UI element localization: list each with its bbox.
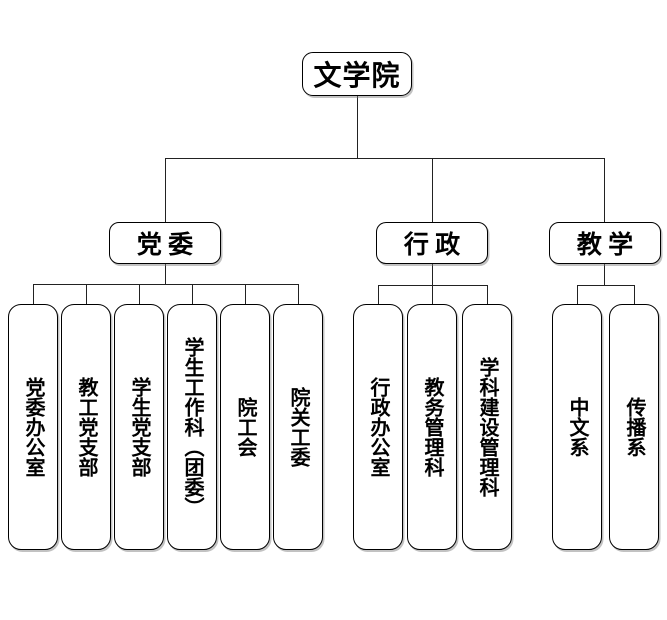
org-node-discipline-management-section-label: 学科建设管理科 (476, 357, 498, 497)
connector (298, 284, 300, 304)
org-node-admin-office: 行政办公室 (353, 304, 403, 550)
connector (33, 284, 298, 286)
org-node-teaching-label: 教 学 (576, 232, 634, 259)
org-node-chinese-department-label: 中文系 (566, 397, 588, 457)
connector (86, 284, 88, 304)
connector (604, 264, 606, 285)
org-node-admin-office-label: 行政办公室 (367, 377, 389, 477)
org-node-party-committee: 党 委 (109, 222, 221, 264)
connector (577, 285, 579, 304)
org-node-administration: 行 政 (376, 222, 488, 264)
org-node-care-committee: 院关工委 (273, 304, 323, 550)
connector (165, 264, 167, 284)
connector (165, 158, 605, 160)
connector (357, 96, 359, 158)
connector (432, 264, 434, 285)
org-node-student-party-branch: 学生党支部 (114, 304, 164, 550)
connector (432, 285, 434, 304)
org-node-student-affairs-section: 学生工作科（团委） (167, 304, 217, 550)
org-node-student-party-branch-label: 学生党支部 (128, 377, 150, 477)
org-node-college-union: 院工会 (220, 304, 270, 550)
org-node-college-union-label: 院工会 (234, 397, 256, 457)
connector (165, 158, 167, 222)
org-node-communication-department-label: 传播系 (623, 397, 645, 457)
connector (192, 284, 194, 304)
connector (604, 158, 606, 222)
org-node-root-label: 文学院 (313, 61, 401, 92)
org-node-communication-department: 传播系 (609, 304, 659, 550)
org-node-faculty-party-branch: 教工党支部 (61, 304, 111, 550)
org-node-teaching: 教 学 (549, 222, 661, 264)
org-node-discipline-management-section: 学科建设管理科 (462, 304, 512, 550)
connector (577, 285, 635, 287)
connector (634, 285, 636, 304)
org-node-chinese-department: 中文系 (552, 304, 602, 550)
connector (245, 284, 247, 304)
org-node-care-committee-label: 院关工委 (287, 387, 309, 467)
org-node-root: 文学院 (302, 52, 412, 96)
org-node-party-office: 党委办公室 (8, 304, 58, 550)
connector (378, 285, 380, 304)
connector (33, 284, 35, 304)
org-node-party-committee-label: 党 委 (136, 232, 194, 259)
org-node-administration-label: 行 政 (403, 232, 461, 259)
org-node-party-office-label: 党委办公室 (22, 377, 44, 477)
connector (139, 284, 141, 304)
connector (432, 158, 434, 222)
connector (487, 285, 489, 304)
org-node-student-affairs-section-label: 学生工作科（团委） (181, 337, 203, 517)
org-node-academic-affairs-section-label: 教务管理科 (421, 377, 443, 477)
org-node-academic-affairs-section: 教务管理科 (407, 304, 457, 550)
org-node-faculty-party-branch-label: 教工党支部 (75, 377, 97, 477)
